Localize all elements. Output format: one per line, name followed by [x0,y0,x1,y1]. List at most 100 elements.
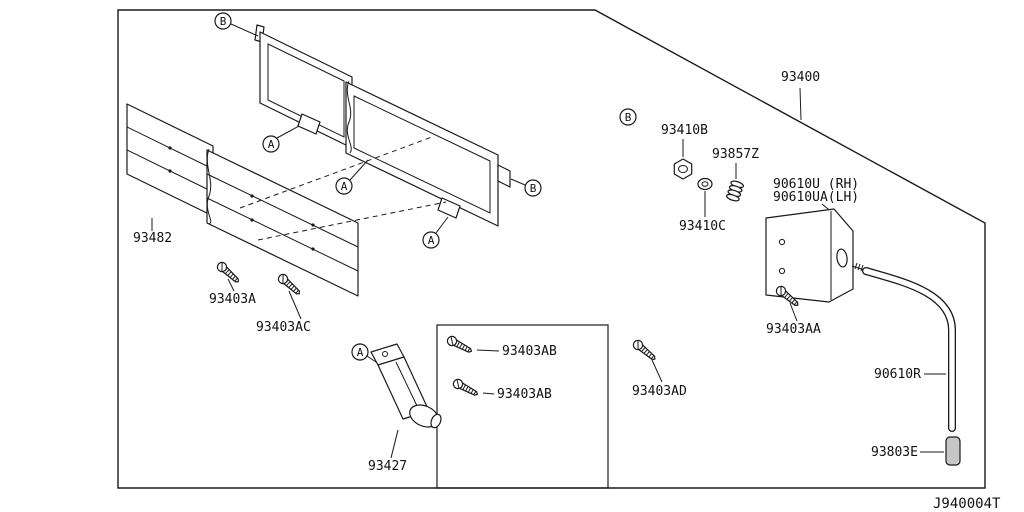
panel-break-wave [346,80,352,154]
mount-tab-left [297,113,321,135]
leader-line [435,216,449,234]
washer-drawing [697,177,713,191]
rod-thread-tick [860,264,864,272]
leader-line [482,392,495,395]
callout-b-2: B [510,178,542,197]
rod-thread-tick [857,263,861,271]
rear-panel-inner-frame [353,95,491,214]
screw-drawing [445,334,475,356]
spring-drawing [726,180,744,202]
bolt-drawing [275,271,304,298]
bracket-93427: 93427 [368,343,442,474]
screw-ab-label-1: 93403AB [502,344,557,359]
stopper-rh-label: 90610U (RH) [773,177,859,192]
bracket-hole [382,351,388,357]
bolt-93403a: 93403A [209,259,256,307]
bracket-label: 93427 [368,459,407,474]
leader-line [227,278,235,292]
screw-93403ab-1: 93403AB [445,334,557,359]
rear-panel-board-right [345,81,499,227]
callout-a-2: A [335,159,369,195]
alignment-dashed-line [257,201,447,241]
cap-93803e: 93803E [871,436,961,466]
cap-drawing [945,436,961,466]
leader-line [651,359,663,383]
leader-line [510,178,526,186]
panel-label: 93482 [133,231,172,246]
leader-line-assembly [799,87,802,121]
leader-line [789,302,798,322]
callout-a-4: A [351,343,377,363]
washer-bore [701,181,709,187]
bolt-drawing [214,259,243,286]
leader-line [476,349,500,352]
assembly-label: 93400 [781,70,820,85]
callout-letter: A [428,234,435,247]
leader-line [349,159,369,181]
screw-drawing [451,377,481,399]
bolt-a-label: 93403A [209,292,256,307]
callout-b-3: B [619,108,637,126]
rod-90610r: 90610R [851,262,956,432]
callout-letter: A [341,180,348,193]
bolt-ac-label: 93403AC [256,320,311,335]
nut-bore [678,165,688,173]
diagram-border [117,9,986,489]
leader-line [390,429,399,459]
stopper-bolt-hole [778,267,786,275]
panel-rivets [168,146,315,251]
callout-letter: A [268,138,275,151]
panel-slat-line [206,197,359,272]
stopper-90610u: 90610U (RH) 90610UA(LH) [765,177,859,303]
diagram-code: J940004T [933,496,1001,512]
latch-tab [497,164,511,188]
rear-panel-inner-frame [267,43,345,138]
bolt-93403ac: 93403AC [256,271,311,335]
bolt-aa-label: 93403AA [766,322,821,337]
leader-line [366,355,377,363]
leader-line [276,125,300,139]
bolt-93403ad: 93403AD [630,337,687,399]
screw-ab-label-2: 93403AB [497,387,552,402]
leader-line [230,23,259,37]
nut-drawing [673,158,693,180]
rod-body [863,268,955,431]
left-panel-board-front [206,149,359,297]
callout-circle [619,108,637,126]
detail-box [436,324,609,489]
washer-93410c: 93410C [679,177,726,234]
callout-a-1: A [262,125,300,153]
nut-93410b: 93410B [661,123,708,180]
nut-label: 93410B [661,123,708,138]
callout-letter: B [220,15,227,28]
rod-outline [862,267,956,432]
callout-a-3: A [422,216,449,249]
alignment-dashed-line [239,136,433,209]
rod-label: 90610R [874,367,921,382]
stopper-bolt-hole [778,238,786,246]
washer-label: 93410C [679,219,726,234]
leader-line [288,290,302,320]
callout-circle [351,343,369,361]
stopper-lh-label: 90610UA(LH) [773,190,859,205]
callout-circle [524,179,542,197]
rod-thread-tick [854,262,858,270]
callout-letter: B [625,111,632,124]
panel-break-wave [206,148,212,225]
callout-letter: B [530,182,537,195]
spring-label: 93857Z [712,147,759,162]
callout-circle [214,12,232,30]
callout-b-1: B [214,12,259,37]
left-panel-assembly: 93482 [126,103,359,297]
stopper-hole [836,248,848,268]
rear-panel-board-left [259,31,353,149]
callout-circle [262,135,280,153]
bracket-hinge-bore [430,413,442,429]
spring-93857z: 93857Z [712,147,759,202]
screw-93403ab-2: 93403AB [451,377,552,402]
bracket-fold-line [395,361,419,409]
callout-letter: A [357,346,364,359]
bolt-93403aa: 93403AA [766,283,821,337]
cap-label: 93803E [871,445,918,460]
